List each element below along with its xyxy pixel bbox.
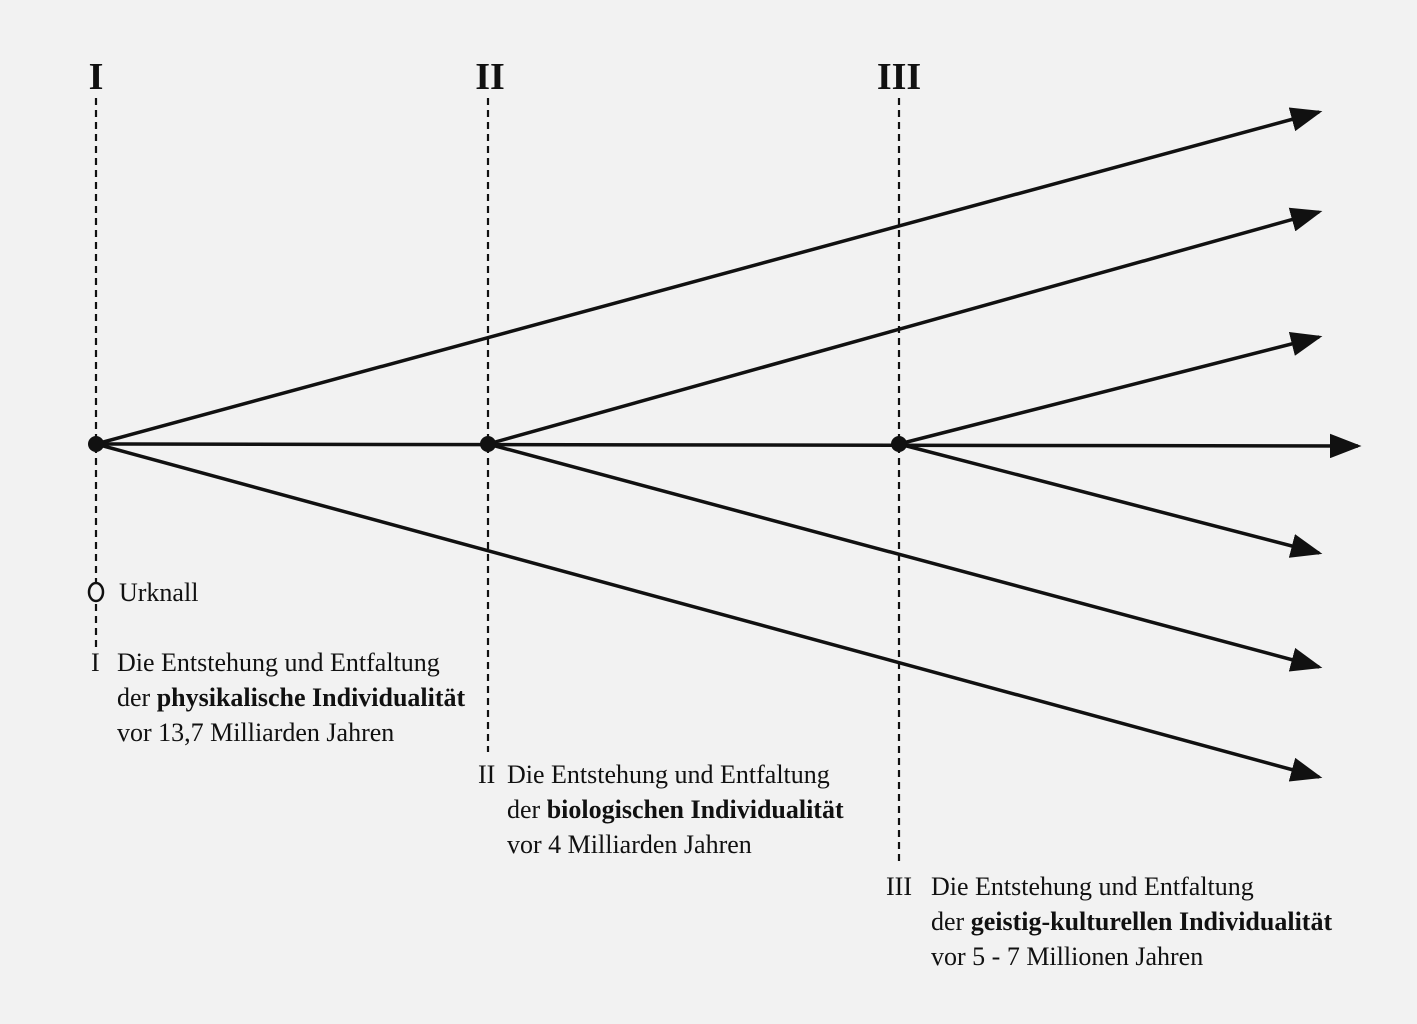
- stage-i-point: [88, 436, 104, 452]
- caption-iii-line2: der geistig-kulturellen Individualität: [931, 904, 1332, 939]
- stage-iii-point: [891, 436, 907, 452]
- stage-i-heading: I: [88, 56, 104, 98]
- caption-iii-prefix: der: [931, 907, 965, 936]
- arrow-ii-lower: [487, 442, 1323, 672]
- caption-ii-line3: vor 4 Milliarden Jahren: [507, 830, 752, 859]
- arrow-ii-upper: [487, 207, 1323, 446]
- caption-i-line2: der physikalische Individualität: [117, 680, 465, 715]
- caption-iii-line3: vor 5 - 7 Millionen Jahren: [931, 942, 1204, 971]
- stage-iii-heading: III: [876, 56, 922, 98]
- caption-ii-numeral: II: [478, 760, 496, 789]
- caption-stage-iii: III Die Entstehung und Entfaltung der ge…: [886, 869, 1332, 974]
- caption-ii-line1: Die Entstehung und Entfaltung: [507, 760, 830, 789]
- caption-ii-bold: biologischen Individualität: [546, 795, 844, 824]
- urknall-circle-icon: [87, 581, 105, 603]
- caption-i-bold: physikalische Individualität: [156, 683, 466, 712]
- arrow-i-upper: [95, 107, 1323, 446]
- caption-iii-numeral: III: [886, 872, 912, 901]
- stage-ii-heading: II: [475, 56, 505, 98]
- caption-stage-ii: II Die Entstehung und Entfaltung der bio…: [478, 757, 844, 862]
- caption-i-line1: Die Entstehung und Entfaltung: [117, 648, 440, 677]
- urknall-label: Urknall: [119, 578, 199, 607]
- caption-i-prefix: der: [117, 683, 151, 712]
- arrow-iii-lower: [898, 442, 1323, 558]
- caption-ii-line2: der biologischen Individualität: [507, 792, 844, 827]
- caption-ii-prefix: der: [507, 795, 541, 824]
- stage-ii-point: [480, 436, 496, 452]
- caption-stage-i: I Die Entstehung und Entfaltung der phys…: [91, 645, 465, 750]
- arrow-i-lower: [95, 442, 1323, 782]
- caption-iii-line1: Die Entstehung und Entfaltung: [931, 872, 1254, 901]
- caption-i-numeral: I: [91, 648, 100, 677]
- arrow-iii-upper: [898, 332, 1323, 446]
- main-axis-arrow: [95, 433, 1362, 459]
- caption-iii-bold: geistig-kulturellen Individualität: [970, 907, 1333, 936]
- caption-i-line3: vor 13,7 Milliarden Jahren: [117, 718, 395, 747]
